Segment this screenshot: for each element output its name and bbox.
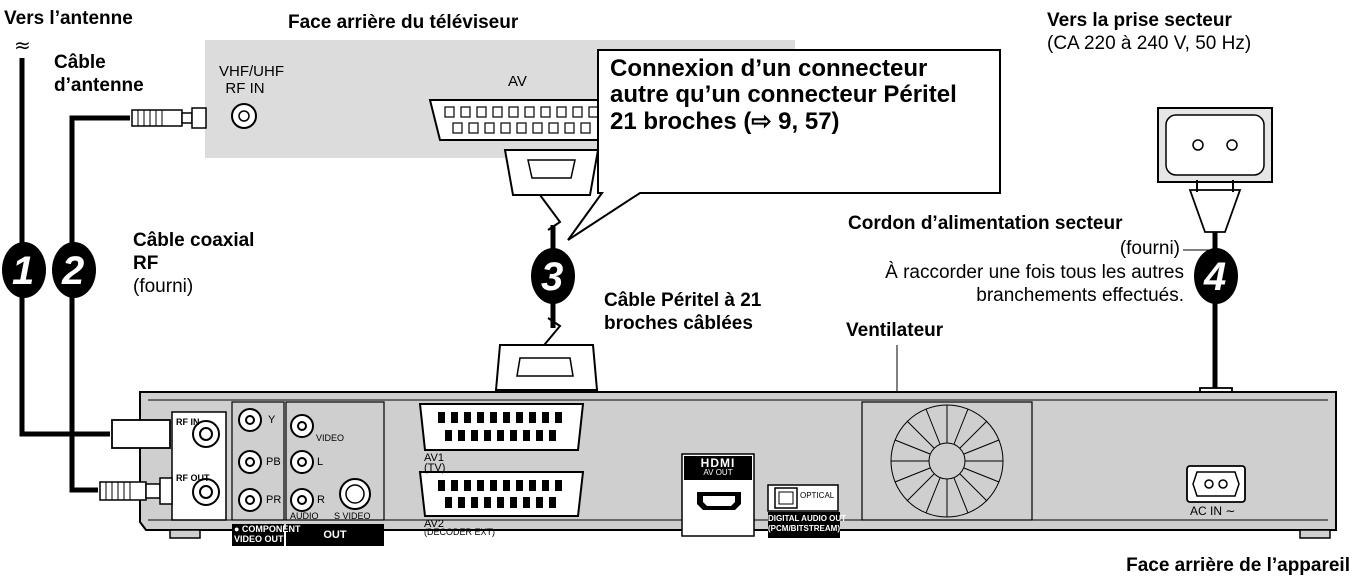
rf-in-label: RF IN (176, 417, 200, 427)
component-y-label: Y (268, 414, 276, 426)
rf-in-jack (192, 420, 220, 448)
scart-cable-label-1: Câble Péritel à 21 (604, 290, 762, 311)
step-1-number: 1 (12, 249, 34, 293)
coax-plug-tv (131, 109, 183, 127)
fan-label: Ventilateur (846, 320, 944, 341)
step-2-badge (52, 242, 96, 298)
av1-label-1: AV1 (424, 452, 444, 464)
power-note-line-1: À raccorder une fois tous les autres (885, 262, 1184, 283)
optical-label: OPTICAL (800, 491, 835, 500)
to-antenna-label: Vers l’antenne (4, 8, 133, 29)
tv-rf-label-1: VHF/UHF (219, 63, 284, 80)
av2-label-1: AV2 (424, 518, 444, 530)
tv-av-label: AV (508, 73, 527, 90)
antenna-cable-label-1: Câble (54, 52, 106, 73)
tv-rf-in-jack (231, 103, 257, 129)
step-4-number: 4 (1203, 255, 1226, 299)
callout-box (567, 49, 1001, 241)
tv-rear-label: Face arrière du téléviseur (288, 12, 519, 33)
audio-r-jack (290, 488, 314, 512)
out-label-bar (286, 524, 384, 546)
component-y-jack (238, 408, 262, 432)
callout-line-1: Connexion d’un connecteur (610, 55, 928, 82)
rf-out-label: RF OUT (176, 473, 210, 483)
audio-r-label: R (317, 494, 325, 506)
scart-cable-label-2: broches câblées (604, 313, 753, 334)
component-pr-label: PR (266, 494, 282, 506)
component-pr-jack (238, 488, 262, 512)
coax-plug-unit (99, 481, 147, 501)
video-label: VIDEO (316, 433, 345, 443)
ac-in-label: AC IN ∼ (1190, 504, 1236, 518)
component-pb-jack (238, 450, 262, 474)
svideo-label: S VIDEO (334, 511, 371, 521)
callout-line-3: 21 broches (⇨ 9, 57) (610, 107, 840, 135)
coax-label-1: Câble coaxial (133, 230, 255, 251)
digital-audio-label-1: DIGITAL AUDIO OUT (768, 514, 847, 523)
power-cord-supplied-label: (fourni) (1119, 238, 1180, 259)
scart-plug-top (503, 149, 600, 196)
to-outlet-label: Vers la prise secteur (1047, 10, 1232, 31)
component-label-2: VIDEO OUT (234, 534, 284, 544)
outlet-spec-label: (CA 220 à 240 V, 50 Hz) (1047, 33, 1252, 54)
power-note-line-2: branchements effectués. (976, 285, 1184, 306)
video-jack (290, 414, 314, 438)
power-plug (1188, 189, 1242, 233)
component-label-1: ● COMPONENT (234, 524, 301, 534)
antenna-plug-unit (111, 419, 171, 449)
av1-scart-socket (418, 403, 585, 451)
out-label: OUT (323, 529, 347, 541)
rf-out-jack (192, 478, 220, 506)
tv-scart-socket (428, 99, 622, 141)
antenna-cable-label-2: d’antenne (54, 75, 144, 96)
cable-1 (19, 58, 110, 437)
antenna-icon: ≈ (14, 33, 31, 57)
step-2-number: 2 (61, 249, 84, 293)
av2-scart-socket (418, 471, 585, 517)
av-out-label: AV OUT (703, 468, 733, 477)
callout-line-2: autre qu’un connecteur Péritel (610, 81, 957, 109)
digital-audio-label-2: (PCM/BITSTREAM) (768, 524, 840, 533)
power-cord-label: Cordon d’alimentation secteur (848, 213, 1123, 234)
audio-l-label: L (317, 456, 324, 468)
av2-label-2: (DECODER EXT) (424, 527, 496, 537)
step-1-badge (2, 242, 46, 298)
component-label-bar (232, 524, 284, 546)
coax-label-2: RF (133, 253, 159, 274)
cable-2 (69, 115, 130, 493)
audio-label: AUDIO (290, 511, 319, 521)
step-3-number: 3 (541, 255, 563, 299)
svideo-jack (339, 478, 371, 510)
av1-label-2: (TV) (424, 462, 446, 474)
unit-rear-label: Face arrière de l’appareil (1126, 555, 1350, 576)
callout-text: Connexion d’un connecteur autre qu’un co… (610, 55, 990, 135)
component-pb-label: PB (266, 456, 281, 468)
coax-label-3: (fourni) (133, 276, 194, 297)
audio-l-jack (290, 450, 314, 474)
tv-rf-label-2: RF IN (225, 80, 265, 97)
hdmi-logo: HDMI (700, 456, 736, 470)
scart-plug-bottom (494, 344, 599, 391)
